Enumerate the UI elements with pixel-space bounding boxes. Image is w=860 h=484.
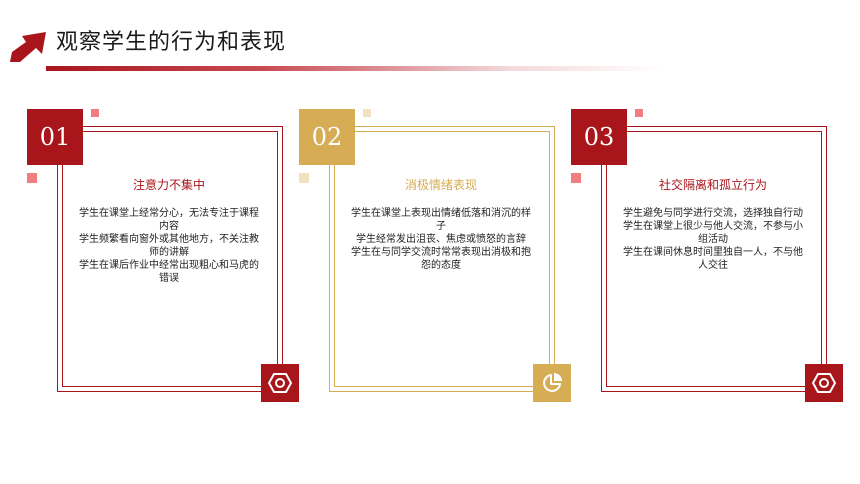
decor-square [571,173,581,183]
decor-square [363,109,371,117]
decor-square [27,173,37,183]
card-number: 03 [571,109,627,165]
card-number: 02 [299,109,355,165]
desc-line: 学生频繁看向窗外或其他地方，不关注教师的讲解 [79,234,259,258]
desc-line: 学生在课堂上很少与他人交流，不参与小组活动 [623,221,803,245]
card-description: 学生在课堂上经常分心，无法专注于课程内容 学生频繁看向窗外或其他地方，不关注教师… [75,207,263,285]
card-heading: 注意力不集中 [132,178,205,192]
desc-line: 学生在课堂上表现出情绪低落和消沉的样子 [351,208,531,232]
card-frame [57,126,283,392]
card-3: 03 社交隔离和孤立行为 学生避免与同学进行交流，选择独自行动 学生在课堂上很少… [571,109,843,403]
card-heading: 消极情绪表现 [404,178,477,192]
pie-chart-icon [533,364,571,402]
card-inner-frame [62,131,278,387]
card-description: 学生避免与同学进行交流，选择独自行动 学生在课堂上很少与他人交流，不参与小组活动… [619,207,807,272]
desc-line: 学生在与同学交流时常常表现出消极和抱怨的态度 [351,247,531,271]
card-number: 01 [27,109,83,165]
card-2: 02 消极情绪表现 学生在课堂上表现出情绪低落和消沉的样子 学生经常发出沮丧、焦… [299,109,571,403]
card-description: 学生在课堂上表现出情绪低落和消沉的样子 学生经常发出沮丧、焦虑或愤怒的言辞 学生… [347,207,535,272]
decor-square [91,109,99,117]
hexagon-nut-icon [805,364,843,402]
desc-line: 学生在课堂上经常分心，无法专注于课程内容 [79,208,259,232]
card-frame [601,126,827,392]
card-heading: 社交隔离和孤立行为 [658,178,767,192]
desc-line: 学生在课间休息时间里独自一人，不与他人交往 [623,247,803,271]
arrow-icon [10,32,46,62]
decor-square [635,109,643,117]
desc-line: 学生在课后作业中经常出现粗心和马虎的错误 [79,260,259,284]
card-inner-frame [334,131,550,387]
card-inner-frame [606,131,822,387]
hexagon-nut-icon [261,364,299,402]
card-frame [329,126,555,392]
card-1: 01 注意力不集中 学生在课堂上经常分心，无法专注于课程内容 学生频繁看向窗外或… [27,109,299,403]
title-underline [46,66,666,71]
decor-square [299,173,309,183]
desc-line: 学生经常发出沮丧、焦虑或愤怒的言辞 [356,234,526,245]
desc-line: 学生避免与同学进行交流，选择独自行动 [623,208,803,219]
page-title: 观察学生的行为和表现 [56,30,287,55]
